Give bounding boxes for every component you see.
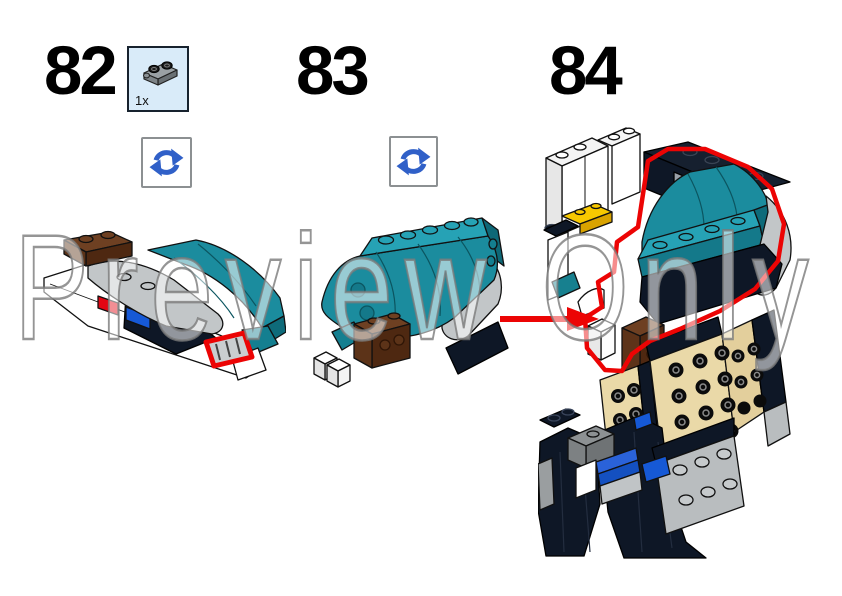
plate-1x2-thumbnail-icon [143,61,178,86]
step-number-83: 83 [296,32,370,109]
model-step-83 [313,217,509,388]
step-number-84: 84 [549,32,623,109]
model-step-84 [538,127,792,559]
placement-highlight-outline [582,146,787,374]
rotate-icon [141,137,192,188]
model-step-82 [43,230,286,381]
rotate-icon [389,136,438,187]
parts-callout-box: 1x [127,46,189,112]
part-count-label: 1x [135,93,149,108]
step-number-82: 82 [44,32,118,109]
red-placement-arrow-icon [500,307,599,331]
